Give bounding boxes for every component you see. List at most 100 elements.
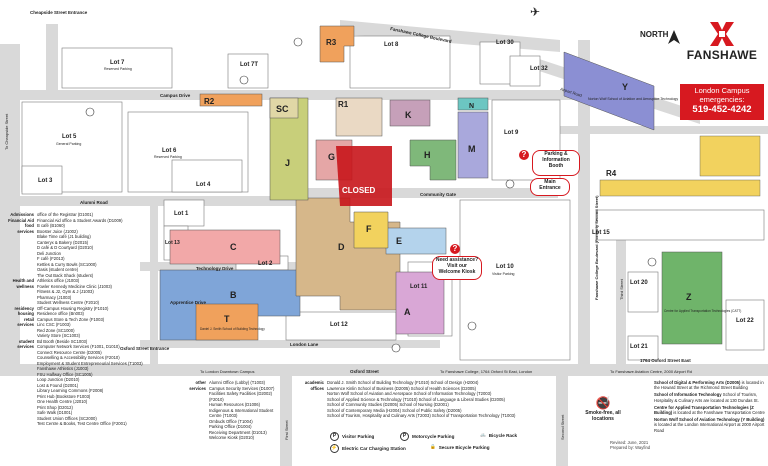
legend-row: Deli Junction (2, 251, 152, 257)
welcome-kiosk-callout: Need assistance? Visit our Welcome Kiosk (432, 256, 482, 280)
offsite-school: School of Digital & Performing Arts (D20… (654, 380, 741, 385)
callout-line: Welcome Kiosk (438, 269, 476, 275)
label-technology-drive: Technology Drive (196, 266, 234, 271)
legend-entry: Alumni Office (Lobby) (T1003) (209, 380, 266, 385)
visitor-parking-icon: P (330, 432, 339, 441)
legend-entry: Centre (T1003) (209, 413, 238, 418)
key-bicycle: 🚲Bicycle Rack (480, 432, 517, 438)
lot-7t (227, 53, 269, 89)
label-oxford-entrance: Oxford Street Entrance (120, 346, 170, 351)
label-building-j: J (285, 158, 290, 168)
fanshawe-blvd-road (578, 40, 590, 370)
airplane-icon: ✈ (530, 5, 540, 19)
label-z-name: Centre for Applied Transportation Techno… (664, 309, 741, 313)
label-to-aviation: To Fanshawe Aviation Centre, 2000 Airpor… (610, 369, 692, 374)
label-lot-6-type: Reserved Parking (154, 155, 182, 159)
label-third-street: Third Street (619, 278, 624, 300)
ev-charging-icon: ⚡ (330, 444, 339, 453)
road-west (0, 44, 20, 374)
legend-row: Student Union Offices (SC2000) (2, 416, 152, 422)
brand-block: FANSHAWE (680, 6, 764, 62)
offsite-location: is located at the London International A… (654, 422, 765, 433)
legend-entry: Loop Junction (D2010) (37, 377, 80, 382)
legend-category: offices (310, 385, 325, 391)
legend-row: Connect Resource Centre (D2005) (2, 350, 152, 356)
parking-marker (647, 257, 657, 267)
label-building-d: D (338, 242, 345, 252)
legend-entry: Campus Store & Tech Zone (F1003) (37, 316, 105, 322)
legend-entry: Athletics office (J1003) (37, 278, 80, 283)
legend-entry: Fanshawe Athletics (J1003) (37, 366, 89, 371)
legend-row: Fitness & J2, Gym & J (J1003) (2, 289, 152, 295)
legend-row: School of Community Studies (D2005) Scho… (300, 402, 530, 408)
label-building-m: M (468, 144, 476, 154)
legend-row: Pharmacy (J1003) (2, 295, 152, 301)
lot-1 (163, 199, 205, 227)
legend-entry: B café (B1060) (37, 223, 65, 228)
revision-note: Revised: June, 2021 Prepared by: Wayfind (610, 440, 650, 450)
legend-entry: Deli Junction (37, 250, 61, 256)
legend-row: Loop Junction (D2010) (2, 377, 152, 383)
road-labels: Cheapside Street Entrance To Cheapside S… (4, 10, 692, 440)
lot-21 (627, 335, 659, 361)
legend-entry: Facilities Safety Facilities (D2002) (F2… (209, 391, 273, 402)
label-lot-6: Lot 6 (162, 148, 177, 154)
info-icon: ? (519, 150, 529, 160)
legend-row: One Health Centre (J2010) (2, 399, 152, 405)
building-r1-block (335, 97, 383, 137)
lot-32 (509, 55, 541, 87)
building-r3 (319, 25, 355, 63)
building-c (169, 229, 281, 265)
emergency-line2: emergencies: (699, 95, 745, 104)
fanshawe-emblem-icon (710, 22, 734, 46)
legend-row: Red Zone (SC1000) (2, 328, 152, 334)
callout-line: Parking & (544, 151, 568, 157)
label-lot-10: Lot 10 (496, 264, 514, 270)
third-street (616, 236, 626, 376)
legend-entry: Indigenous & International Student (209, 407, 274, 413)
label-airport-road: Airport Road (560, 86, 583, 98)
legend-entry: Red Zone (SC1000) (37, 327, 75, 333)
building-t (195, 303, 259, 341)
legend-row: Lost & Found (D2001) (2, 383, 152, 389)
technology-drive-road (140, 262, 320, 271)
lot-10 (459, 199, 571, 361)
community-gate-road (298, 188, 558, 198)
label-lot-21: Lot 21 (630, 344, 648, 350)
cheapside-connector (46, 24, 58, 94)
label-closed: CLOSED (342, 186, 376, 195)
building-f (353, 211, 389, 249)
legend-entry: Test Centre & Books, Test Centre Office … (37, 421, 127, 426)
lot-22 (725, 299, 765, 351)
emergency-phone[interactable]: 519-452-4242 (692, 104, 752, 115)
legend-entry: Canteryx & Bakery (D2015) (37, 239, 89, 245)
legend-entry: Connect Resource Centre (D2005) (37, 349, 102, 355)
label-lot-13: Lot 13 (165, 240, 180, 246)
legend-entry: Norton Wolf School of Aviation and Aeros… (327, 391, 492, 396)
label-community-gate: Community Gate (420, 192, 457, 197)
legend-row: F café (F2013) (2, 256, 152, 262)
lot-20 (627, 271, 659, 313)
label-building-b: B (230, 290, 237, 300)
legend-entry: Booster Juice (J1002) (37, 228, 78, 234)
legend-entry: Pharmacy (J1003) (37, 294, 72, 300)
lot-7 (61, 47, 173, 89)
legend-entry: Safe Walk (D1001) (37, 410, 73, 415)
key-ev-label: Electric Car Charging Station (342, 446, 406, 451)
label-lot-30: Lot 30 (496, 40, 514, 46)
legend-entry: Bd Booth (Beside SC1003) (37, 338, 88, 344)
legend-category: retail (23, 316, 34, 322)
closed-zone (336, 146, 392, 206)
legend-row: Fanshawe Athletics (J1003) (2, 366, 152, 372)
legend-entry: Lost & Found (D2001) (37, 382, 79, 388)
label-building-e: E (396, 236, 402, 246)
